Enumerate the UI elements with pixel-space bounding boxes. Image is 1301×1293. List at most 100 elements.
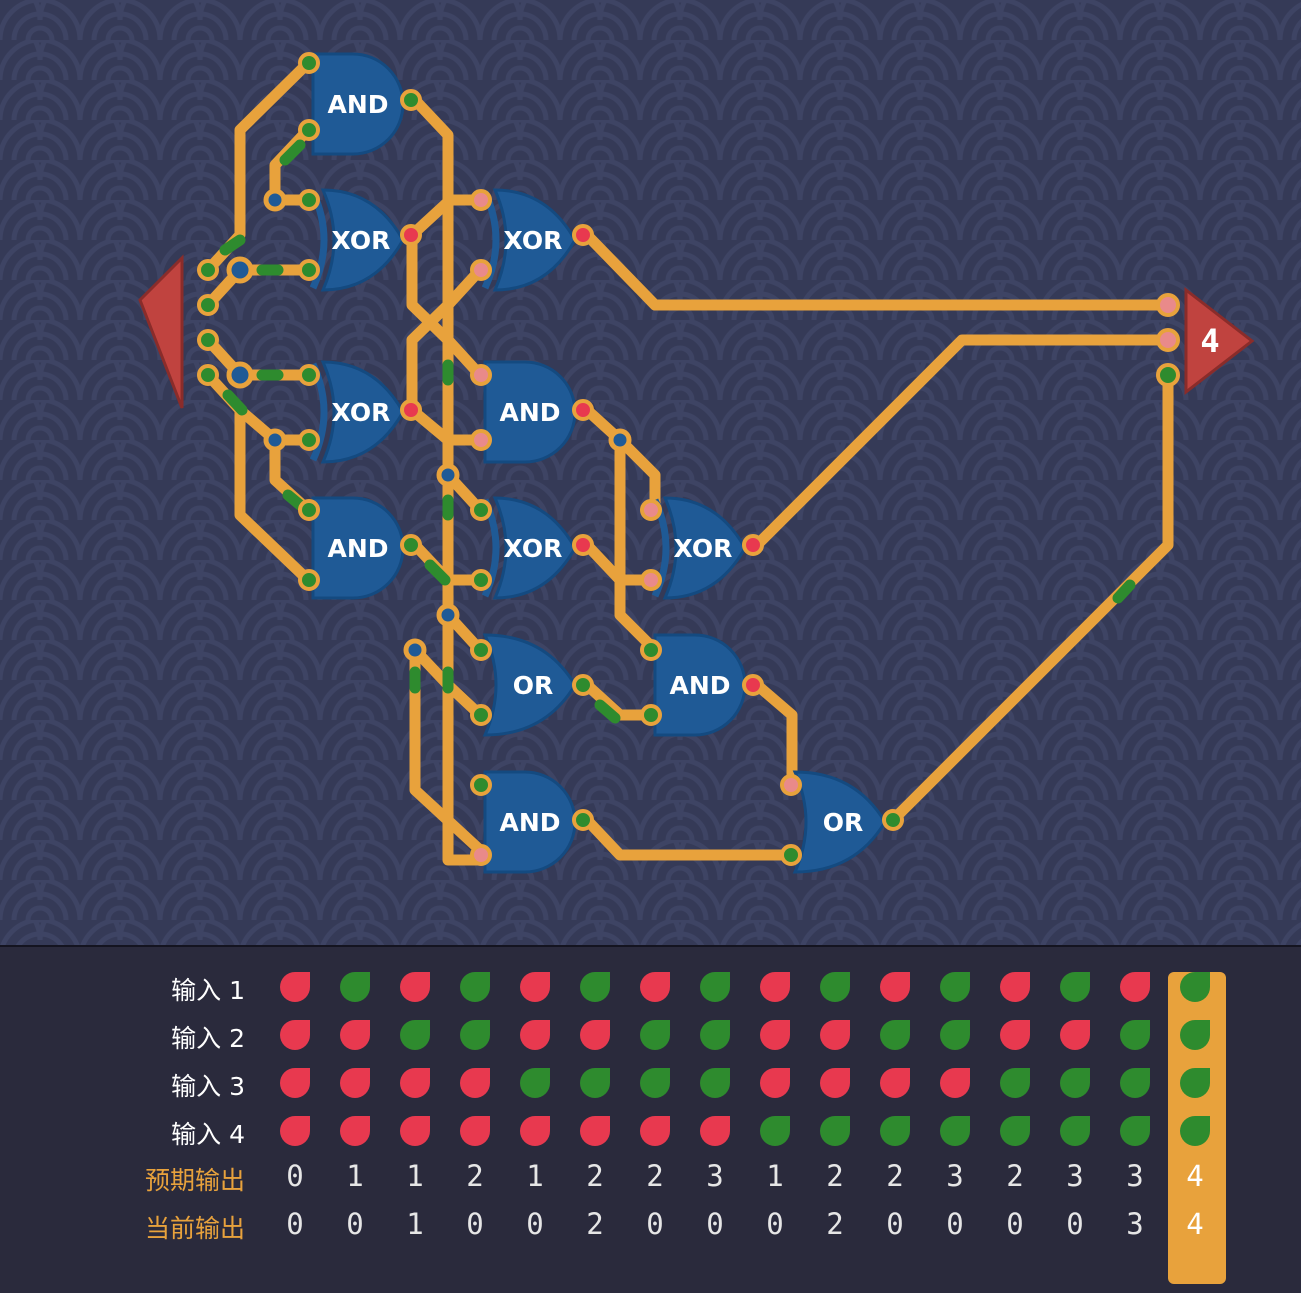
- expected-output-cell: 0: [286, 1159, 304, 1193]
- input-on-icon: [700, 972, 730, 1002]
- expected-output-cell: 1: [406, 1159, 424, 1193]
- or-gate-9[interactable]: OR: [470, 633, 594, 737]
- and-gate-4[interactable]: AND: [298, 496, 422, 600]
- input-pin: [298, 429, 320, 451]
- input-on-icon: [400, 1020, 430, 1050]
- current-output-cell: 2: [826, 1207, 844, 1241]
- output-pin: [400, 534, 422, 556]
- input-off-icon: [580, 1116, 610, 1146]
- active-wire-segments: [219, 139, 1136, 724]
- input-on-icon: [520, 1068, 550, 1098]
- xor-gate-5[interactable]: XOR: [470, 188, 594, 292]
- input-on-icon: [1060, 1116, 1090, 1146]
- input-off-icon: [640, 1116, 670, 1146]
- expected-output-cell: 3: [946, 1159, 964, 1193]
- input-pin: [298, 119, 320, 141]
- input-pin: [470, 189, 492, 211]
- input-on-icon: [640, 1068, 670, 1098]
- input-on-icon: [880, 1116, 910, 1146]
- output-pin: [572, 224, 594, 246]
- input-source[interactable]: [138, 254, 219, 409]
- circuit-board[interactable]: AND XOR XOR AND XOR AND XOR XOR OR AND AND OR 4: [0, 0, 1301, 945]
- input-off-icon: [340, 1116, 370, 1146]
- expected-output-cell: 2: [646, 1159, 664, 1193]
- xor-gate-8[interactable]: XOR: [640, 496, 764, 600]
- xor-gate-3[interactable]: XOR: [298, 360, 422, 464]
- input-off-icon: [520, 1116, 550, 1146]
- input-off-icon: [820, 1068, 850, 1098]
- and-gate-10[interactable]: AND: [640, 633, 764, 737]
- input-on-icon: [1000, 1116, 1030, 1146]
- input-on-icon: [1120, 1068, 1150, 1098]
- or-gate-12[interactable]: OR: [780, 770, 904, 874]
- input-off-icon: [1000, 1020, 1030, 1050]
- input-on-icon: [580, 1068, 610, 1098]
- input-off-icon: [940, 1068, 970, 1098]
- input-off-icon: [580, 1020, 610, 1050]
- input-on-icon: [940, 1020, 970, 1050]
- gate-label: AND: [669, 671, 730, 700]
- and-gate-11[interactable]: AND: [470, 770, 594, 874]
- input-pin: [780, 774, 802, 796]
- wire-junctions: [226, 188, 632, 662]
- input-pin-3: [197, 329, 219, 351]
- input-off-icon: [340, 1068, 370, 1098]
- input-off-icon: [760, 1020, 790, 1050]
- input-pin: [780, 844, 802, 866]
- input-off-icon: [1000, 972, 1030, 1002]
- current-output-cell: 3: [1126, 1207, 1144, 1241]
- gate-label: OR: [513, 671, 554, 700]
- current-output-cell: 0: [766, 1207, 784, 1241]
- current-output-cell: 0: [706, 1207, 724, 1241]
- input-off-icon: [280, 972, 310, 1002]
- input-pin: [298, 364, 320, 386]
- input-on-icon: [1180, 1116, 1210, 1146]
- input-off-icon: [700, 1116, 730, 1146]
- input-pin: [470, 569, 492, 591]
- input-pin: [640, 704, 662, 726]
- output-pin: [400, 399, 422, 421]
- input-on-icon: [1000, 1068, 1030, 1098]
- current-output-cell: 0: [646, 1207, 664, 1241]
- output-display[interactable]: 4: [1156, 286, 1255, 396]
- current-output-cell: 2: [586, 1207, 604, 1241]
- gate-label: XOR: [504, 226, 563, 255]
- expected-output-cell: 1: [346, 1159, 364, 1193]
- gate-label: OR: [823, 808, 864, 837]
- current-output-cell: 0: [1006, 1207, 1024, 1241]
- current-output-cell: 4: [1186, 1207, 1204, 1241]
- input-pin: [298, 189, 320, 211]
- input-on-icon: [760, 1116, 790, 1146]
- and-gate-1[interactable]: AND: [298, 52, 422, 156]
- and-gate-6[interactable]: AND: [470, 360, 594, 464]
- current-output-cell: 0: [526, 1207, 544, 1241]
- input-pin: [470, 639, 492, 661]
- input-off-icon: [460, 1116, 490, 1146]
- input-pin: [298, 259, 320, 281]
- expected-output-cell: 3: [706, 1159, 724, 1193]
- input-pin-2: [197, 294, 219, 316]
- input-on-icon: [340, 972, 370, 1002]
- output-pin: [742, 534, 764, 556]
- current-output-cell: 1: [406, 1207, 424, 1241]
- input-off-icon: [640, 972, 670, 1002]
- input-on-icon: [460, 1020, 490, 1050]
- row-label: 输入 1: [171, 976, 245, 1005]
- output-pin: [572, 674, 594, 696]
- input-on-icon: [1180, 972, 1210, 1002]
- input-off-icon: [880, 1068, 910, 1098]
- current-output-cell: 0: [886, 1207, 904, 1241]
- input-pin: [470, 499, 492, 521]
- output-pin: [572, 399, 594, 421]
- gate-label: XOR: [332, 226, 391, 255]
- input-off-icon: [520, 972, 550, 1002]
- expected-output-cell: 2: [826, 1159, 844, 1193]
- expected-output-cell: 1: [526, 1159, 544, 1193]
- xor-gate-7[interactable]: XOR: [470, 496, 594, 600]
- input-off-icon: [400, 1116, 430, 1146]
- xor-gate-2[interactable]: XOR: [298, 188, 422, 292]
- current-output-cell: 0: [1066, 1207, 1084, 1241]
- output-value: 4: [1200, 322, 1219, 360]
- row-label: 输入 3: [171, 1072, 245, 1101]
